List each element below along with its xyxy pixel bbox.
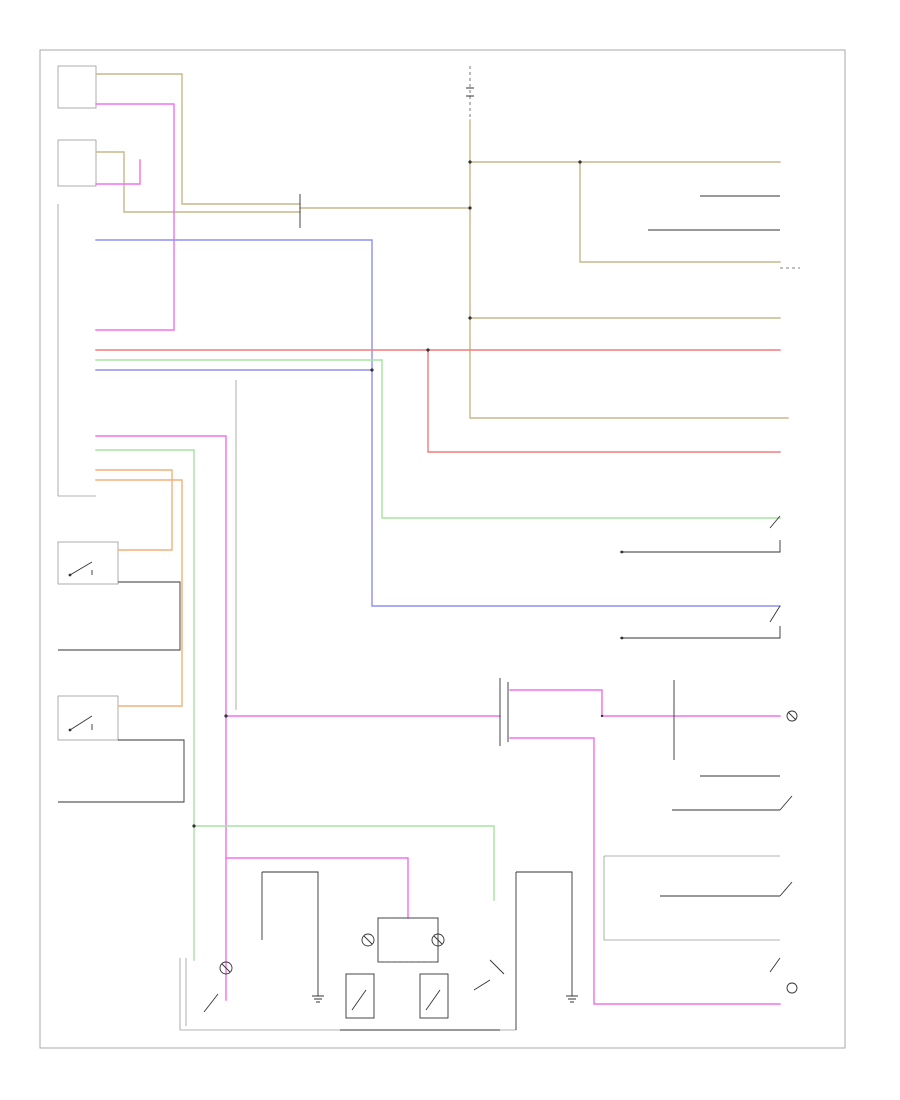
right-side-outputs [648, 195, 800, 269]
trunk-lid-switch[interactable] [672, 680, 793, 811]
wire-red [95, 349, 781, 453]
right-front-door-switch-return [58, 739, 185, 803]
wire-green [95, 359, 781, 961]
left-front-door-switch[interactable] [57, 541, 119, 585]
ground-1 [261, 871, 324, 1003]
key-switch[interactable] [499, 678, 509, 746]
map-lamp-right [769, 957, 798, 994]
wire-tan [95, 73, 789, 419]
wire-orange [95, 469, 183, 707]
left-top-switch-box [57, 65, 97, 109]
body-control-module-outline [57, 204, 96, 497]
left-second-switch-box [57, 139, 97, 187]
map-lamp-switches[interactable] [340, 973, 500, 1031]
left-front-door-switch-return [58, 581, 181, 651]
wire-blue [95, 239, 781, 607]
ground-2 [515, 871, 578, 1030]
diagram-frame [39, 49, 846, 1049]
vanity-mirror-switch[interactable] [603, 855, 793, 941]
left-rear-door-switch[interactable] [620, 515, 781, 554]
fuse-box [466, 66, 474, 118]
wire-magenta [95, 103, 781, 1005]
right-rear-door-switch[interactable] [620, 605, 781, 640]
ground-3 [473, 959, 505, 991]
junction-nodes [192, 160, 604, 828]
map-lamp[interactable] [361, 917, 445, 963]
interior-lamp[interactable] [179, 958, 516, 1031]
luggage-lamp [786, 710, 798, 722]
right-front-door-switch[interactable] [57, 695, 119, 741]
